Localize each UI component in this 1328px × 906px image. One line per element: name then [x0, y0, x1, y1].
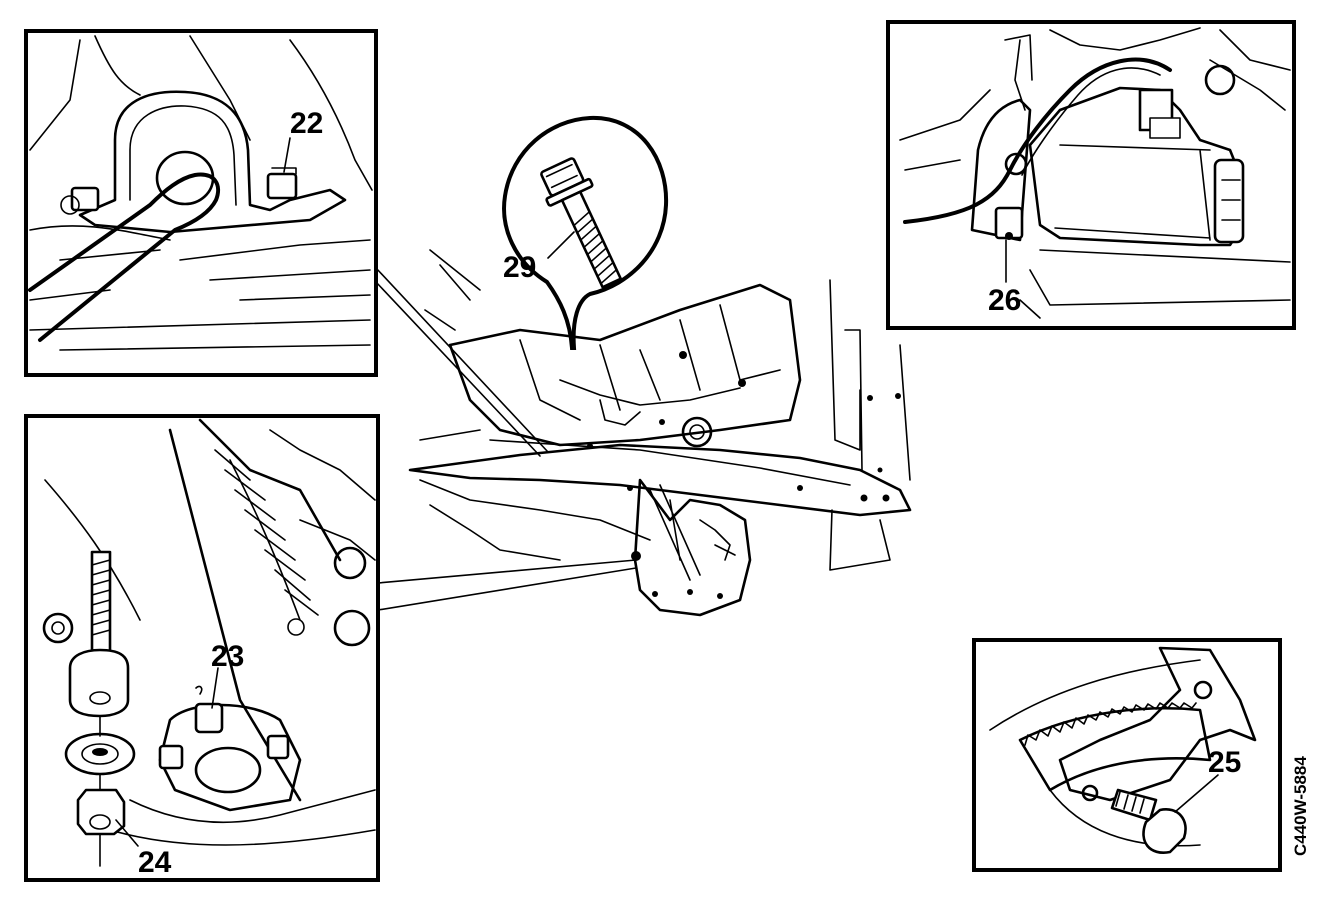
pointer-lower-left: [377, 559, 637, 611]
inset-bolt-magnifier: 29: [502, 115, 669, 350]
callout-29: 29: [503, 251, 536, 284]
callout-24: 24: [138, 846, 172, 879]
callout-22: 22: [290, 107, 323, 140]
pointer-top-left: [375, 267, 549, 457]
callout-26: 26: [988, 284, 1021, 317]
central-assembly: [408, 249, 912, 617]
inset-engine-mount: 23 24: [24, 414, 380, 882]
inset-stabilizer-bushing: 22: [24, 29, 378, 377]
figure-code: C440W-5884: [1291, 756, 1310, 856]
inset-starter-motor: 26: [886, 20, 1296, 330]
callout-25: 25: [1208, 746, 1241, 779]
callout-23: 23: [211, 640, 244, 673]
inset-flywheel-lock: 25: [972, 638, 1282, 872]
